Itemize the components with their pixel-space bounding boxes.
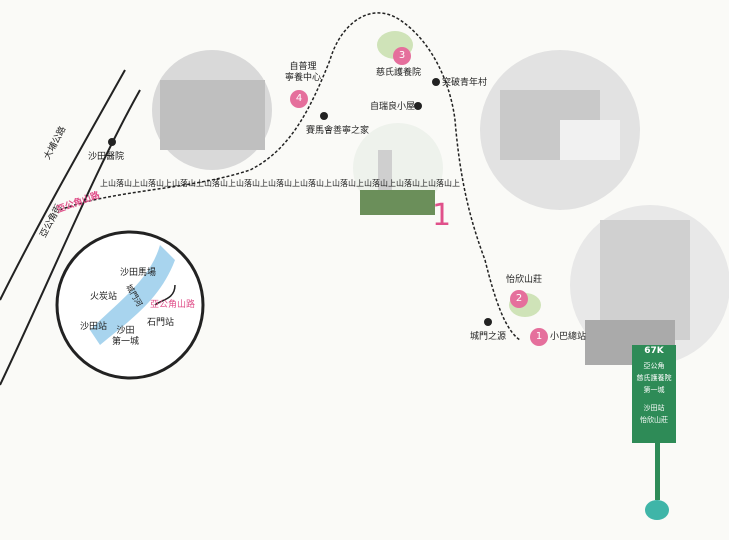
ngau-pei-sha-line: [0, 89, 141, 386]
kinder-label: 自瑞良小屋: [370, 102, 416, 112]
route-text: 上山落山上山落山上山落山上山落山上山落山上山落山上山落山上山落山上山落山上山落山…: [100, 179, 460, 188]
sign-line2: 慈氏護養院: [636, 374, 672, 382]
sign-line4: 沙田站: [643, 404, 665, 412]
sign-board: [632, 345, 676, 443]
photo-youth-village-circle: [480, 50, 640, 210]
sign-line5: 怡欣山莊: [640, 416, 668, 424]
tai-po-road-line: [0, 69, 126, 301]
sign-line1: 亞公角: [643, 362, 665, 370]
sign-base: [645, 500, 669, 520]
kinder-dot: [414, 102, 422, 110]
stop-2-label: 怡欣山莊: [506, 275, 543, 285]
sign-route: 67K: [644, 346, 664, 356]
stop-1-marker: 1: [530, 328, 548, 346]
inset-shekmun: 石門站: [147, 318, 175, 328]
stop-2-marker: 2: [510, 290, 528, 308]
photo-tower-circle: [353, 123, 443, 215]
mid-number: 1: [432, 198, 452, 233]
inset-racecourse: 沙田馬場: [120, 268, 157, 278]
inset-first-city: 沙田 第一城: [112, 326, 140, 347]
hospital-dot: [108, 138, 116, 146]
hill-road-line: [59, 12, 521, 341]
inset-fotan: 火炭站: [90, 292, 118, 302]
hospital-label: 沙田醫院: [88, 152, 125, 162]
gate-dot: [484, 318, 492, 326]
jockey-dot: [320, 112, 328, 120]
inset-shatin: 沙田站: [80, 322, 108, 332]
stop-3-label: 慈氏護養院: [376, 68, 422, 78]
gate-label: 城門之源: [470, 332, 507, 342]
sign-line3: 第一城: [643, 386, 665, 394]
youth-village-label: 突破青年村: [442, 78, 488, 88]
inset-ak-road: 亞公角山路: [150, 300, 196, 310]
photo-school-circle: [570, 205, 729, 365]
stop-4-marker: 4: [290, 90, 308, 108]
photo-building-circle: [152, 50, 272, 170]
stop-3-marker: 3: [393, 47, 411, 65]
inset-map: [55, 230, 205, 380]
sign-pole: [655, 440, 660, 500]
river-shape: [90, 245, 175, 345]
stop-4-label: 自普理 寧養中心: [284, 62, 321, 83]
stop-1-label: 小巴總站: [550, 332, 587, 342]
youth-village-dot: [432, 78, 440, 86]
jockey-label: 賽馬會善寧之家: [306, 126, 370, 136]
